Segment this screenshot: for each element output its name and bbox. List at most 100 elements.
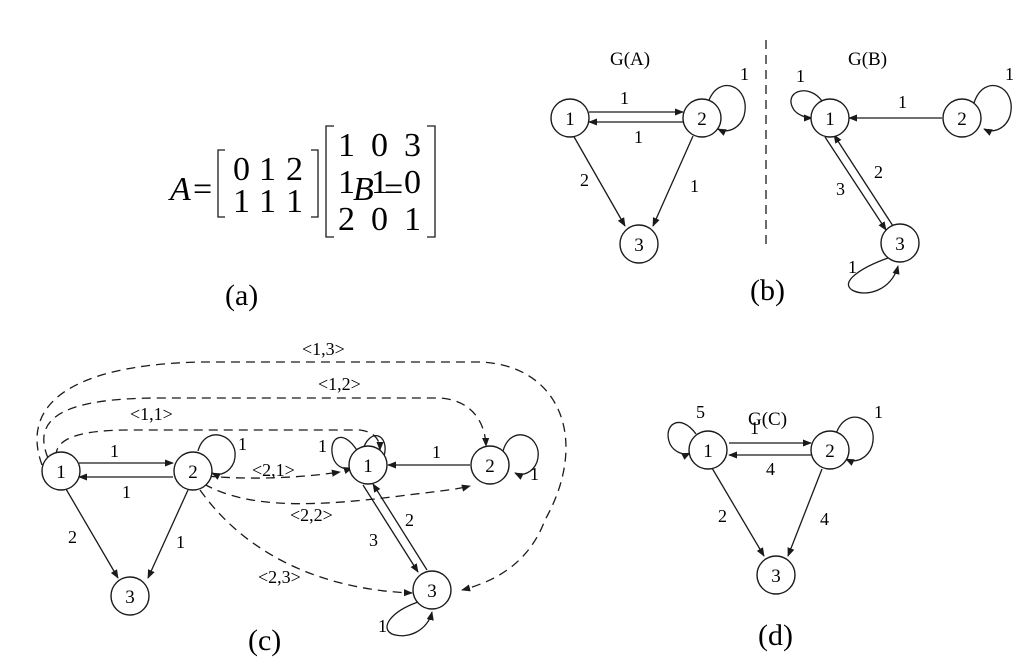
matrix-b-name: B bbox=[353, 171, 374, 208]
graph-ga-node bbox=[682, 98, 722, 138]
edge-ga-2-3 bbox=[652, 135, 694, 227]
matrix-b-cell: 1 bbox=[338, 127, 355, 164]
edge-gb-1-3 bbox=[824, 136, 887, 231]
graph-gc-title: G(C) bbox=[748, 409, 787, 430]
graph-gc-node bbox=[810, 430, 850, 470]
edge-weight: 1 bbox=[318, 436, 327, 456]
product-left-node-label: 2 bbox=[188, 462, 198, 483]
graph-ga-node bbox=[619, 224, 659, 264]
matrix-b-cell: 0 bbox=[404, 164, 421, 201]
graph-gb-node bbox=[942, 98, 982, 138]
edge-weight: 4 bbox=[820, 509, 829, 529]
matrix-b-cell: 1 bbox=[371, 164, 388, 201]
matrix-a-cell: 0 bbox=[233, 151, 250, 188]
graph-gc-node-label: 1 bbox=[703, 441, 713, 462]
edge-c-left-2-2-loop bbox=[197, 434, 236, 480]
graph-gb-node-label: 3 bbox=[895, 234, 905, 255]
matrix-b-left-bracket bbox=[325, 125, 334, 238]
edge-weight: 1 bbox=[378, 616, 387, 636]
edge-gc-1-3 bbox=[711, 467, 765, 557]
edge-weight: 1 bbox=[110, 441, 119, 461]
matrix-a-left-bracket bbox=[217, 149, 225, 218]
matrix-a-equals: = bbox=[193, 171, 212, 208]
product-left-node-label: 3 bbox=[125, 587, 135, 608]
edge-weight: 1 bbox=[750, 418, 759, 438]
graph-ga-node-label: 2 bbox=[697, 109, 707, 130]
edge-weight: 1 bbox=[740, 64, 749, 84]
graph-gb-node-label: 2 bbox=[957, 109, 967, 130]
product-left-node bbox=[110, 576, 150, 616]
edge-weight: 1 bbox=[796, 66, 805, 86]
edge-gb-2-2-loop bbox=[973, 84, 1012, 136]
edge-weight: 1 bbox=[634, 127, 643, 147]
matrix-b-cell: 0 bbox=[371, 127, 388, 164]
edge-c-left-2-3 bbox=[147, 489, 189, 579]
edge-c-right-3-1 bbox=[372, 483, 428, 571]
pair-label: <1,2> bbox=[318, 374, 361, 394]
edge-ga-1-3 bbox=[572, 134, 626, 227]
edge-pair-1-2 bbox=[43, 397, 490, 459]
edge-ga-2-2-loop bbox=[707, 84, 746, 136]
graph-gc-node bbox=[756, 555, 796, 595]
edge-pair-1-3 bbox=[36, 361, 567, 592]
pair-label: <2,2> bbox=[290, 505, 333, 525]
graph-gb-node bbox=[880, 223, 920, 263]
matrix-b-cell: 3 bbox=[404, 127, 421, 164]
edge-pair-2-1 bbox=[205, 469, 341, 479]
product-right-node bbox=[470, 445, 510, 485]
matrix-b-equals: = bbox=[384, 171, 403, 208]
edge-weight: 3 bbox=[369, 530, 378, 550]
edge-weight: 2 bbox=[718, 506, 727, 526]
edge-gb-1-1-loop bbox=[790, 90, 823, 122]
edge-weight: 1 bbox=[238, 434, 247, 454]
edge-weight: 5 bbox=[696, 402, 705, 422]
edge-weight: 1 bbox=[874, 402, 883, 422]
edge-weight: 2 bbox=[874, 162, 883, 182]
graph-ga-node bbox=[550, 98, 590, 138]
product-right-node-label: 2 bbox=[485, 456, 495, 477]
matrix-a-right-bracket bbox=[311, 149, 319, 218]
edge-weight: 1 bbox=[690, 176, 699, 196]
edge-gc-1-1-loop bbox=[667, 421, 697, 460]
graph-ga-node-label: 3 bbox=[634, 235, 644, 256]
edge-weight: 1 bbox=[848, 257, 857, 277]
edge-weight: 1 bbox=[898, 92, 907, 112]
edge-weight: 1 bbox=[620, 88, 629, 108]
graph-gb-node bbox=[810, 98, 850, 138]
edge-weight: 1 bbox=[176, 532, 185, 552]
edge-c-right-1-3 bbox=[362, 484, 419, 573]
pair-label: <2,1> bbox=[252, 460, 295, 480]
edge-c-left-1-3 bbox=[65, 488, 119, 579]
caption-c: (c) bbox=[248, 624, 281, 657]
pair-label: <2,3> bbox=[258, 567, 301, 587]
matrix-b-right-bracket bbox=[427, 125, 436, 238]
matrix-b-cell: 2 bbox=[338, 201, 355, 238]
graph-gb-node-label: 1 bbox=[825, 109, 835, 130]
matrix-b-cell: 0 bbox=[371, 201, 388, 238]
graph-gb-title: G(B) bbox=[848, 49, 887, 70]
edge-c-right-1-1-loop-arc bbox=[361, 435, 386, 457]
edge-c-right-2-2-loop bbox=[502, 434, 539, 480]
matrix-a-cell: 1 bbox=[233, 183, 250, 220]
edge-weight: 2 bbox=[405, 510, 414, 530]
edge-weight: 4 bbox=[766, 459, 775, 479]
graph-gc-node-label: 3 bbox=[771, 566, 781, 587]
matrix-b-cell: 1 bbox=[338, 164, 355, 201]
edge-weight: 2 bbox=[68, 527, 77, 547]
matrix-a-name: A bbox=[168, 171, 191, 208]
product-right-node bbox=[412, 570, 452, 610]
edge-weight: 1 bbox=[530, 464, 539, 484]
pair-label: <1,3> bbox=[302, 339, 345, 359]
graph-gc: G(C) 1 2 3 5 1 4 1 2 4 (d) bbox=[667, 402, 883, 652]
edge-gc-2-3 bbox=[787, 468, 823, 557]
caption-d: (d) bbox=[758, 619, 793, 652]
panel-b-graphs: G(A) 1 2 3 1 1 1 2 1 G(B) bbox=[550, 40, 1014, 307]
matrix-a-cell: 2 bbox=[286, 151, 303, 188]
edge-weight: 1 bbox=[122, 482, 131, 502]
edge-pair-2-2 bbox=[203, 483, 471, 505]
edge-gc-2-2-loop bbox=[835, 416, 874, 466]
panel-c-product-graph: 1 2 3 1 1 1 2 1 1 2 3 1 1 1 2 3 1 <1,3> … bbox=[36, 339, 567, 657]
graph-gc-node-label: 2 bbox=[825, 441, 835, 462]
edge-gb-3-1 bbox=[833, 134, 894, 227]
graph-ga-title: G(A) bbox=[610, 49, 650, 70]
